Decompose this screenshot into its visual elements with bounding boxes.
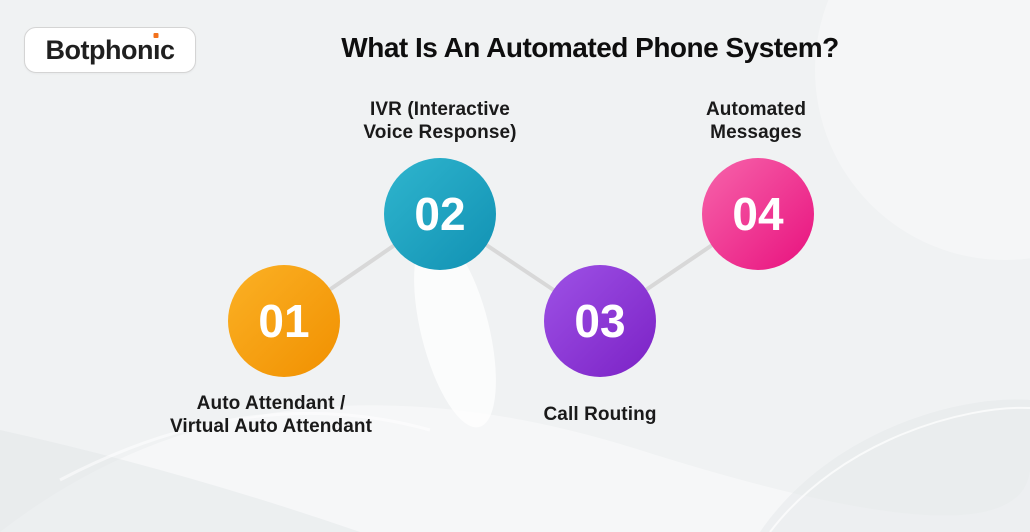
step-03-label: Call Routing — [543, 404, 657, 425]
step-01-circle: 01 — [228, 265, 340, 377]
step-03-circle: 03 — [544, 265, 656, 377]
step-04-number: 04 — [732, 188, 784, 240]
step-02-number: 02 — [414, 188, 466, 240]
step-03-number: 03 — [574, 295, 626, 347]
step-01-label: Auto Attendant / Virtual Auto Attendant — [169, 393, 373, 438]
step-02-circle: 02 — [384, 158, 496, 270]
step-01-number: 01 — [258, 295, 310, 347]
step-04-circle: 04 — [702, 158, 814, 270]
step-04-label: Automated Messages — [705, 99, 807, 144]
page-title: What Is An Automated Phone System? — [341, 32, 839, 63]
step-02-label: IVR (Interactive Voice Response) — [363, 99, 517, 144]
brand-logo-i-dot: ı — [152, 34, 161, 65]
